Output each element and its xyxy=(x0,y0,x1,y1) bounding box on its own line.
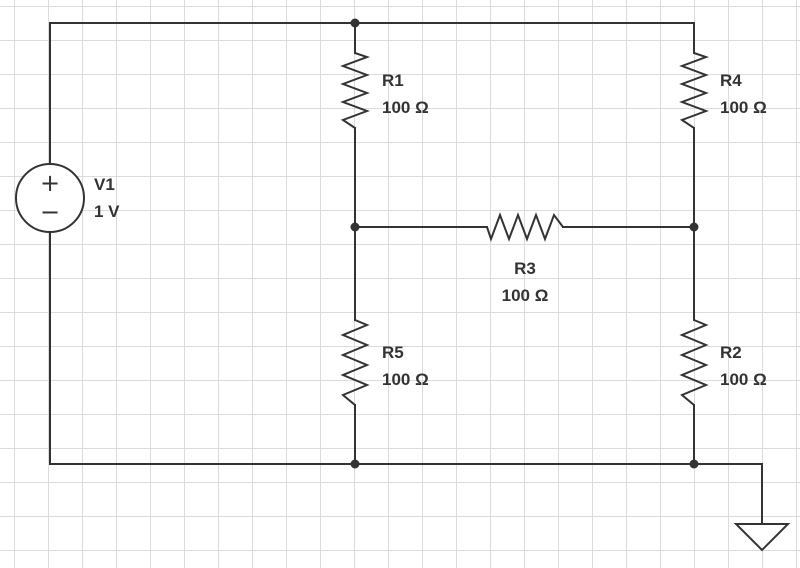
plus-symbol: + xyxy=(40,169,60,197)
r4-name-label: R4 xyxy=(720,71,742,90)
wires xyxy=(49,22,763,525)
v1-name-label: V1 xyxy=(94,175,115,194)
junction-dot xyxy=(689,459,699,469)
r1-name-label: R1 xyxy=(382,71,404,90)
voltage-source-circle xyxy=(15,163,85,233)
r5-value-label: 100 Ω xyxy=(382,370,429,389)
junction-dot xyxy=(689,222,699,232)
r3-value-label: 100 Ω xyxy=(502,286,549,305)
r1-value-label: 100 Ω xyxy=(382,98,429,117)
r3-name-label: R3 xyxy=(514,259,536,278)
junction-dot xyxy=(350,459,360,469)
resistor-r3-symbol xyxy=(486,212,564,242)
ground-icon xyxy=(733,523,791,552)
minus-symbol: − xyxy=(40,198,60,226)
resistor-r1-symbol xyxy=(340,52,370,129)
junction-dot xyxy=(350,222,360,232)
junctions xyxy=(350,18,699,469)
r5-name-label: R5 xyxy=(382,343,404,362)
resistor-r4-symbol xyxy=(679,52,709,129)
r4-value-label: 100 Ω xyxy=(720,98,767,117)
resistor-r5-symbol xyxy=(340,319,370,406)
r2-value-label: 100 Ω xyxy=(720,370,767,389)
resistor-r2-symbol xyxy=(679,319,709,406)
r2-name-label: R2 xyxy=(720,343,742,362)
junction-dot xyxy=(350,18,360,28)
voltage-source-v1: + − xyxy=(15,163,85,233)
v1-value-label: 1 V xyxy=(94,202,120,221)
